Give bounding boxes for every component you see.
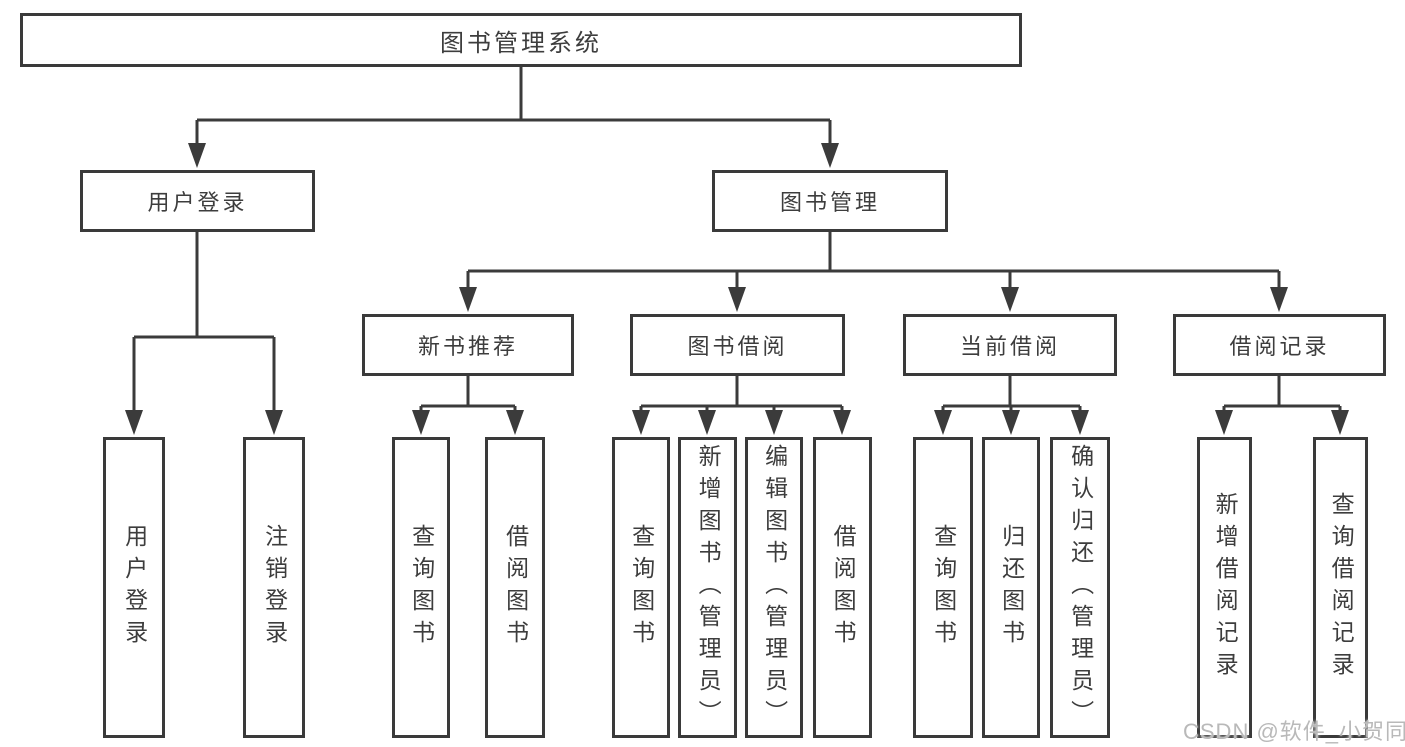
node-leaf-return-books-label: 归还图书 — [998, 523, 1025, 652]
arrow-to-book-borrow — [728, 287, 746, 312]
node-leaf-add-borrow-record: 新增借阅记录 — [1197, 437, 1252, 738]
node-book-borrow: 图书借阅 — [630, 314, 845, 376]
node-leaf-borrow-books-1-label: 借阅图书 — [502, 523, 529, 652]
arrow-bb-borrow — [833, 410, 851, 435]
junction-root — [195, 67, 832, 145]
arrow-to-user-login — [188, 143, 206, 168]
node-leaf-user-login-label: 用户登录 — [121, 523, 148, 652]
junction-book-management — [466, 232, 1281, 289]
node-leaf-query-books-1: 查询图书 — [392, 437, 450, 738]
arrow-bb-edit — [765, 410, 783, 435]
node-root: 图书管理系统 — [20, 13, 1022, 67]
arrow-cb-query — [934, 410, 952, 435]
node-leaf-confirm-return-admin-label: 确认归还（管理员） — [1067, 443, 1094, 732]
arrow-bb-add — [698, 410, 716, 435]
arrow-to-leaf-logout — [265, 410, 283, 435]
node-leaf-borrow-books-2: 借阅图书 — [813, 437, 872, 738]
node-leaf-query-books-2-label: 查询图书 — [628, 523, 655, 652]
arrow-br-add — [1215, 410, 1233, 435]
node-leaf-query-books-3: 查询图书 — [913, 437, 973, 738]
node-leaf-logout-label: 注销登录 — [261, 523, 288, 652]
node-leaf-query-books-1-label: 查询图书 — [408, 523, 435, 652]
arrow-to-new-book — [459, 287, 477, 312]
arrow-to-leaf-user-login — [125, 410, 143, 435]
arrow-cb-return — [1002, 410, 1020, 435]
node-current-borrow: 当前借阅 — [903, 314, 1117, 376]
node-book-management: 图书管理 — [712, 170, 948, 232]
arrow-nb-query — [412, 410, 430, 435]
node-leaf-add-borrow-record-label: 新增借阅记录 — [1212, 491, 1239, 684]
csdn-watermark: CSDN @软件_小贺同学 — [1183, 719, 1405, 744]
arrow-br-query — [1331, 410, 1349, 435]
arrow-to-book-management — [821, 143, 839, 168]
node-user-login: 用户登录 — [80, 170, 315, 232]
node-leaf-add-books-admin: 新增图书（管理员） — [678, 437, 737, 738]
node-leaf-return-books: 归还图书 — [982, 437, 1040, 738]
arrow-cb-confirm — [1071, 410, 1089, 435]
node-leaf-query-books-3-label: 查询图书 — [930, 523, 957, 652]
node-borrow-records: 借阅记录 — [1173, 314, 1386, 376]
node-leaf-add-books-admin-label: 新增图书（管理员） — [695, 443, 722, 732]
node-leaf-borrow-books-2-label: 借阅图书 — [830, 523, 857, 652]
junction-user-login — [132, 232, 276, 412]
node-new-book-recommend: 新书推荐 — [362, 314, 574, 376]
node-leaf-confirm-return-admin: 确认归还（管理员） — [1050, 437, 1110, 738]
junction-borrow-records — [1222, 376, 1342, 412]
node-leaf-query-borrow-record-label: 查询借阅记录 — [1328, 491, 1355, 684]
node-leaf-edit-books-admin-label: 编辑图书（管理员） — [761, 443, 788, 732]
node-leaf-borrow-books-1: 借阅图书 — [485, 437, 545, 738]
node-leaf-query-books-2: 查询图书 — [612, 437, 670, 738]
junction-new-book — [419, 376, 517, 412]
node-leaf-edit-books-admin: 编辑图书（管理员） — [745, 437, 803, 738]
arrow-to-borrow-records — [1270, 287, 1288, 312]
node-leaf-user-login: 用户登录 — [103, 437, 165, 738]
arrowheads — [125, 143, 1349, 435]
node-leaf-logout: 注销登录 — [243, 437, 305, 738]
arrow-to-current-borrow — [1001, 287, 1019, 312]
arrow-bb-query — [632, 410, 650, 435]
junction-current-borrow — [941, 376, 1082, 412]
connector-lines — [132, 67, 1342, 412]
arrow-nb-borrow — [506, 410, 524, 435]
junction-book-borrow — [639, 376, 844, 412]
node-leaf-query-borrow-record: 查询借阅记录 — [1313, 437, 1368, 738]
